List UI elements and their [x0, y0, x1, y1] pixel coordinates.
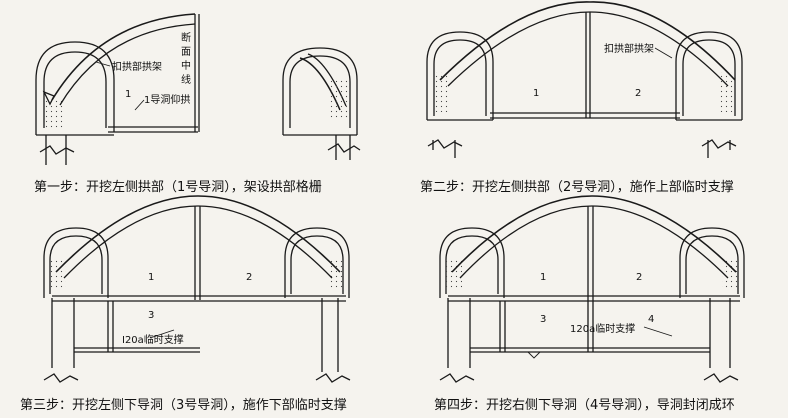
panel-2-drawing	[426, 1, 743, 158]
panel-4-drift-3: 3	[540, 314, 546, 325]
panel-4-drift-2: 2	[636, 272, 642, 283]
main-arch	[439, 1, 736, 81]
panel-3-drift-2: 2	[246, 272, 252, 283]
panel-4-caption: 第四步：开挖右侧下导洞（4号导洞），导洞封闭成环	[434, 398, 735, 413]
panel-2-drift-1: 1	[533, 88, 539, 99]
panel-2-arch-frame-label: 扣拱部拱架	[604, 42, 654, 55]
panel-3-drift-1: 1	[148, 272, 154, 283]
left-pile	[45, 135, 67, 165]
panel-4-temp-support-label: 120a临时支撑	[570, 322, 635, 335]
panel-4-drawing	[439, 195, 745, 383]
panel-3-temp-support-label: I20a临时支撑	[122, 333, 184, 346]
panel-1-centerline-char-1: 断	[181, 31, 191, 44]
panel-1-centerline-char-4: 线	[181, 73, 191, 86]
panel-1-caption: 第一步：开挖左侧拱部（1号导洞），架设拱部格栅	[34, 180, 322, 195]
left-pilot-tunnel	[35, 41, 115, 135]
panel-1-centerline-char-2: 面	[181, 47, 191, 58]
panel-2-drift-2: 2	[635, 88, 641, 99]
panel-4-drift-1: 1	[540, 272, 546, 283]
panel-4-drift-4: 4	[648, 314, 654, 325]
panel-1-centerline-char-3: 中	[181, 59, 191, 72]
panel-3-drawing	[43, 195, 351, 383]
panel-1-invert-label: 1导洞仰拱	[144, 93, 190, 106]
panel-2-caption: 第二步：开挖左侧拱部（2号导洞），施作上部临时支撑	[420, 180, 734, 195]
main-arch	[55, 195, 341, 273]
panel-1-arch-frame-label: 扣拱部拱架	[112, 60, 162, 73]
main-arch	[451, 195, 737, 273]
panel-1-drawing	[35, 13, 361, 165]
panel-1-drift-1: 1	[125, 89, 131, 100]
panel-3-caption: 第三步：开挖左侧下导洞（3号导洞），施作下部临时支撑	[20, 398, 347, 413]
panel-3-drift-3: 3	[148, 310, 154, 321]
main-arch	[51, 13, 196, 101]
right-pilot-tunnel	[282, 47, 358, 135]
